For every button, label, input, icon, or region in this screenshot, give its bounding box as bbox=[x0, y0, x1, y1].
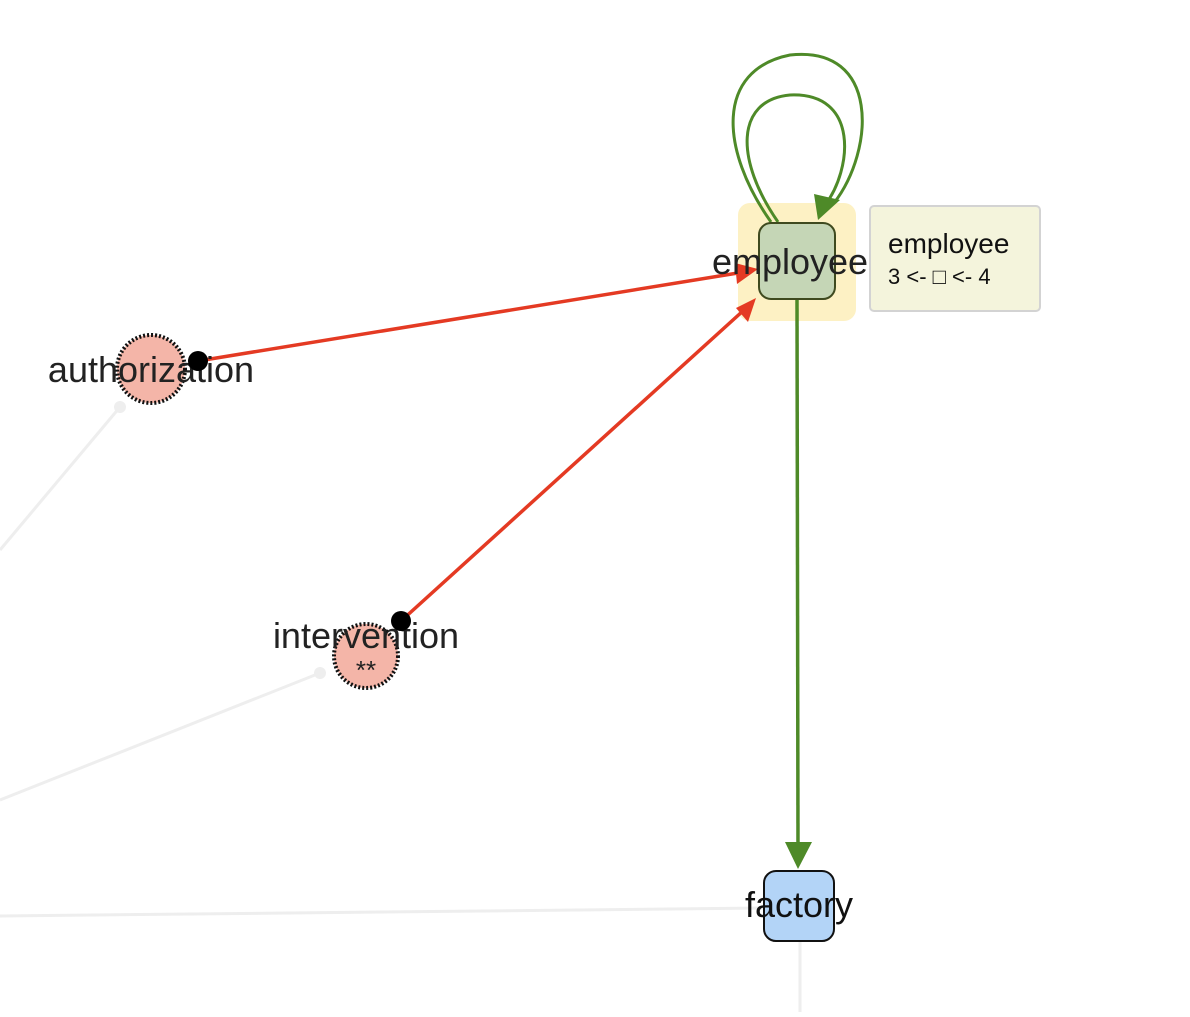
tooltip-title: employee bbox=[888, 228, 1010, 259]
intervention-circle[interactable] bbox=[332, 622, 400, 690]
faded-edge-intervention bbox=[0, 671, 321, 802]
self-loop-arrowhead bbox=[814, 194, 840, 220]
employee-label: employee bbox=[712, 241, 868, 282]
intervention-edge-source-dot bbox=[391, 611, 411, 631]
edge-employee-factory[interactable] bbox=[795, 299, 800, 847]
node-factory[interactable]: factory bbox=[745, 870, 853, 942]
edge-authorization-employee[interactable] bbox=[197, 270, 745, 363]
authorization-edge-source-dot bbox=[188, 351, 208, 371]
edge-authorization-arrowhead bbox=[735, 263, 758, 284]
node-tooltip: employee 3 <- □ <- 4 bbox=[869, 205, 1041, 312]
edge-intervention-employee[interactable] bbox=[399, 308, 746, 623]
factory-box[interactable] bbox=[763, 870, 835, 942]
self-loop-outer[interactable] bbox=[731, 52, 864, 223]
employee-box[interactable] bbox=[758, 222, 836, 300]
faded-edges bbox=[0, 401, 802, 1012]
self-loop-inner[interactable] bbox=[745, 93, 847, 223]
faded-edge-authorization bbox=[0, 406, 122, 551]
node-employee[interactable]: employee bbox=[712, 222, 868, 300]
intervention-label: intervention bbox=[273, 615, 459, 656]
authorization-label: authorization bbox=[48, 349, 254, 390]
faded-edge-factory-left bbox=[0, 906, 769, 918]
red-edges[interactable] bbox=[197, 270, 746, 623]
edge-employee-factory-arrowhead bbox=[785, 842, 812, 869]
node-intervention[interactable]: intervention ** bbox=[273, 615, 459, 690]
intervention-sublabel: ** bbox=[356, 655, 376, 685]
employee-self-loops[interactable] bbox=[731, 52, 864, 223]
faded-node-dot bbox=[114, 401, 126, 413]
authorization-circle[interactable] bbox=[115, 333, 187, 405]
factory-label: factory bbox=[745, 884, 853, 925]
edge-intervention-arrowhead bbox=[736, 298, 756, 322]
tooltip-detail: 3 <- □ <- 4 bbox=[888, 264, 991, 289]
faded-node-dot bbox=[314, 667, 326, 679]
node-authorization[interactable]: authorization bbox=[48, 333, 254, 405]
